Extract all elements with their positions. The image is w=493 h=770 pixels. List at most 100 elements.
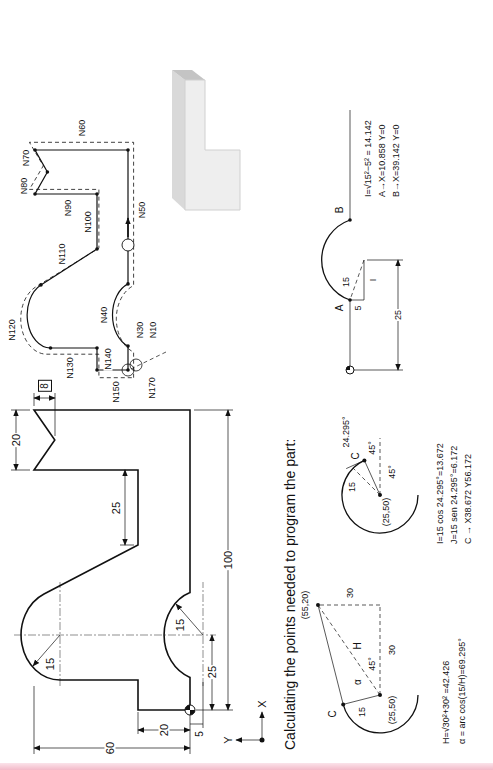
point-dot bbox=[348, 218, 352, 222]
dimension-value: 5 bbox=[195, 730, 205, 738]
extension-line bbox=[203, 682, 204, 728]
geometry-label: 45° bbox=[368, 656, 377, 672]
extension-line bbox=[196, 710, 233, 711]
block-number: N130 bbox=[66, 356, 75, 380]
formula-text: B→X=39.142 Y=0 bbox=[392, 124, 401, 198]
origin-symbol bbox=[185, 705, 195, 715]
block-number: N120 bbox=[8, 318, 17, 342]
logo-side bbox=[172, 70, 205, 80]
dimension-value: 15 bbox=[175, 618, 186, 632]
path-node bbox=[95, 192, 99, 196]
formula-text: C → X38.672 Y56.172 bbox=[464, 453, 473, 545]
block-number: N40 bbox=[100, 306, 109, 325]
radius-line bbox=[364, 460, 380, 495]
formula-text: α = arc cos(15/H)=69.295° bbox=[458, 637, 467, 745]
block-number: N80 bbox=[20, 177, 29, 196]
tool-symbol bbox=[130, 359, 142, 371]
geometry-label: I bbox=[369, 278, 378, 283]
base-line bbox=[350, 110, 351, 220]
geometry-label: 45° bbox=[388, 464, 397, 480]
origin-symbol bbox=[346, 366, 354, 374]
axis-label: X bbox=[257, 699, 268, 708]
point-dot bbox=[316, 603, 320, 607]
extension-line bbox=[11, 470, 30, 471]
leg-line bbox=[380, 605, 381, 695]
geometry-label: 30 bbox=[388, 644, 397, 656]
dimension-value: 15 bbox=[45, 657, 56, 671]
half-chord-line bbox=[364, 260, 365, 300]
axis-origin bbox=[260, 738, 265, 743]
geometry-label: 5 bbox=[354, 304, 363, 311]
formula-text: I=15 cos 24.295°=13.672 bbox=[436, 442, 445, 545]
approach-path bbox=[131, 352, 166, 369]
geometry-label: C bbox=[351, 451, 361, 460]
arc bbox=[343, 695, 418, 733]
extension-line bbox=[353, 370, 403, 371]
block-number: N100 bbox=[84, 210, 93, 234]
path-node bbox=[95, 247, 99, 251]
extension-line bbox=[11, 410, 30, 411]
path-node bbox=[95, 346, 99, 350]
path-node bbox=[95, 368, 99, 372]
dimension-line bbox=[125, 470, 126, 545]
tool-symbol bbox=[122, 239, 134, 251]
page-edge-band bbox=[0, 763, 493, 770]
extension-line bbox=[194, 410, 233, 411]
dimension-value: 60 bbox=[105, 741, 116, 755]
path-node bbox=[33, 148, 37, 152]
path-node bbox=[49, 346, 53, 350]
geometry-label: (55,20) bbox=[301, 590, 310, 621]
block-number: N140 bbox=[104, 347, 113, 371]
geometry-label: 25 bbox=[394, 309, 403, 321]
geometry-label: 45° bbox=[368, 440, 377, 456]
block-number: N110 bbox=[58, 243, 67, 266]
geometry-label: 15 bbox=[348, 481, 357, 493]
formula-text: I=√15²−5² = 14.142 bbox=[364, 119, 373, 198]
point-dot bbox=[348, 298, 352, 302]
tool-center-path bbox=[21, 142, 134, 377]
block-number: N50 bbox=[138, 201, 147, 220]
offset-line bbox=[350, 300, 364, 301]
geometry-label: (25,50) bbox=[388, 695, 397, 726]
base-line bbox=[350, 300, 351, 370]
path-node bbox=[126, 148, 130, 152]
block-number: N170 bbox=[148, 376, 157, 400]
extension-line bbox=[120, 545, 134, 546]
path-node bbox=[39, 283, 43, 287]
dimension-value: 8 bbox=[38, 380, 52, 392]
toolpath-profile bbox=[27, 150, 128, 370]
geometry-label: A bbox=[335, 304, 345, 313]
dimension-value: 100 bbox=[223, 550, 234, 570]
geometry-label: 15 bbox=[342, 276, 351, 288]
watermark-logo bbox=[172, 70, 240, 210]
block-number: N90 bbox=[64, 199, 73, 218]
angle-line bbox=[380, 438, 381, 495]
x-axis-arrow bbox=[262, 712, 263, 740]
geometry-label: 15 bbox=[358, 706, 367, 718]
formula-text: A→X=10.858 Y=0 bbox=[378, 124, 387, 198]
path-node bbox=[126, 344, 130, 348]
path-node bbox=[126, 282, 130, 286]
extension-line bbox=[55, 393, 56, 436]
page-heading: Calculating the points needed to program… bbox=[283, 439, 297, 750]
dimension-value: 20 bbox=[11, 433, 22, 447]
path-node bbox=[46, 170, 50, 174]
path-node bbox=[126, 368, 130, 372]
extension-line bbox=[34, 393, 35, 406]
point-dot bbox=[362, 458, 366, 462]
dimension-value: 20 bbox=[159, 723, 170, 737]
point-dot bbox=[341, 702, 345, 706]
dimension-value: 25 bbox=[111, 501, 122, 515]
geometry-label: (25,50) bbox=[382, 497, 391, 528]
part-outline bbox=[21, 410, 190, 710]
extension-line bbox=[138, 712, 139, 734]
tangent-line bbox=[318, 605, 343, 704]
origin-symbol bbox=[185, 705, 195, 715]
block-number: N60 bbox=[78, 119, 87, 138]
block-number: N10 bbox=[149, 321, 158, 340]
block-number: N70 bbox=[22, 149, 31, 168]
geometry-label: B bbox=[335, 206, 345, 215]
arc bbox=[322, 220, 350, 300]
